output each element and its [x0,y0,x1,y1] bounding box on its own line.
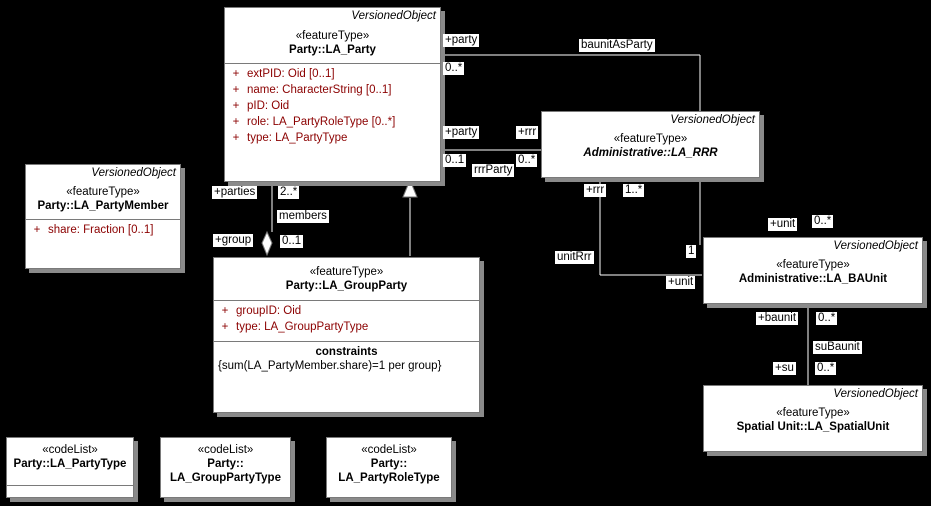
class-la-party[interactable]: VersionedObject «featureType» Party::LA_… [224,7,441,182]
class-name-line2: LA_PartyRoleType [338,472,440,484]
stereotype: «featureType» [613,133,688,145]
class-name: Party::LA_Party [289,44,376,56]
stereotype: «featureType» [776,407,850,419]
class-name-line1: Party:: [370,458,408,470]
attribute: role: LA_PartyRoleType [0..*] [247,116,396,128]
stereotype: «codeList» [197,444,254,456]
codelist-la-grouppartytype[interactable]: «codeList» Party:: LA_GroupPartyType [160,437,291,498]
class-la-spatialunit[interactable]: VersionedObject «featureType» Spatial Un… [703,385,923,452]
stereotype: «featureType» [295,30,370,42]
class-la-baunit[interactable]: VersionedObject «featureType» Administra… [703,237,923,304]
stereotype: «featureType» [776,259,850,271]
attribute: extPID: Oid [0..1] [247,68,335,80]
stereotype: «featureType» [309,266,384,278]
generalization-arrow-icon [402,178,418,198]
attribute: type: LA_PartyType [247,132,348,144]
role-label: +rrr [584,184,607,197]
role-label: +party [443,126,480,139]
stereo-tag: VersionedObject [351,10,436,22]
association-name: members [277,210,329,223]
class-name: Party::LA_PartyType [13,458,127,470]
stereo-tag: VersionedObject [91,167,176,179]
stereo-tag: VersionedObject [833,388,918,400]
attribute: share: Fraction [0..1] [48,224,154,236]
stereotype: «codeList» [42,444,98,456]
class-name: Administrative::LA_RRR [583,147,718,159]
class-name: Spatial Unit::LA_SpatialUnit [736,421,890,433]
class-name-line2: LA_GroupPartyType [170,472,281,484]
role-label: +party [443,34,480,47]
role-label: +unit [666,276,696,289]
stereo-tag: VersionedObject [833,240,918,252]
role-label: +baunit [756,312,799,325]
codelist-la-partytype[interactable]: «codeList» Party::LA_PartyType [6,437,134,498]
class-name: Administrative::LA_BAUnit [738,273,888,285]
association-name: suBaunit [813,341,862,354]
multiplicity-label: 0..1 [280,235,304,248]
constraints-title: constraints [315,346,378,358]
class-name: Party::LA_PartyMember [37,200,169,212]
attribute: name: CharacterString [0..1] [247,84,392,96]
attribute: type: LA_GroupPartyType [236,321,369,333]
multiplicity-label: 0..1 [443,154,467,167]
multiplicity-label: 0..* [443,62,465,75]
attribute: pID: Oid [247,100,290,112]
stereo-tag: VersionedObject [670,114,755,126]
role-label: +parties [212,186,258,199]
stereotype: «codeList» [361,444,417,456]
attribute: groupID: Oid [236,305,302,317]
role-label: +unit [768,218,798,231]
association-name: rrrParty [472,164,515,177]
class-name-line1: Party:: [207,458,244,470]
multiplicity-label: 1 [686,245,697,258]
role-label: +su [773,362,796,375]
association-name: unitRrr [555,251,594,264]
stereotype: «featureType» [66,186,140,198]
multiplicity-label: 1..* [623,184,645,197]
multiplicity-label: 0..* [816,312,838,325]
class-la-partymember[interactable]: VersionedObject «featureType» Party::LA_… [25,164,181,269]
multiplicity-label: 0..* [815,362,837,375]
constraint: {sum(LA_PartyMember.share)=1 per group} [218,360,442,372]
codelist-la-partyroletype[interactable]: «codeList» Party:: LA_PartyRoleType [326,437,452,498]
multiplicity-label: 2..* [278,186,300,199]
multiplicity-label: 0..* [812,215,834,228]
aggregation-diamond-icon [261,230,273,257]
class-name: Party::LA_GroupParty [285,280,408,292]
class-la-rrr[interactable]: VersionedObject «featureType» Administra… [541,111,760,178]
role-label: +rrr [516,126,539,139]
role-label: +group [213,234,254,247]
association-name: baunitAsParty [579,39,655,52]
multiplicity-label: 0..* [516,154,538,167]
class-la-groupparty[interactable]: «featureType» Party::LA_GroupParty +grou… [213,257,480,413]
